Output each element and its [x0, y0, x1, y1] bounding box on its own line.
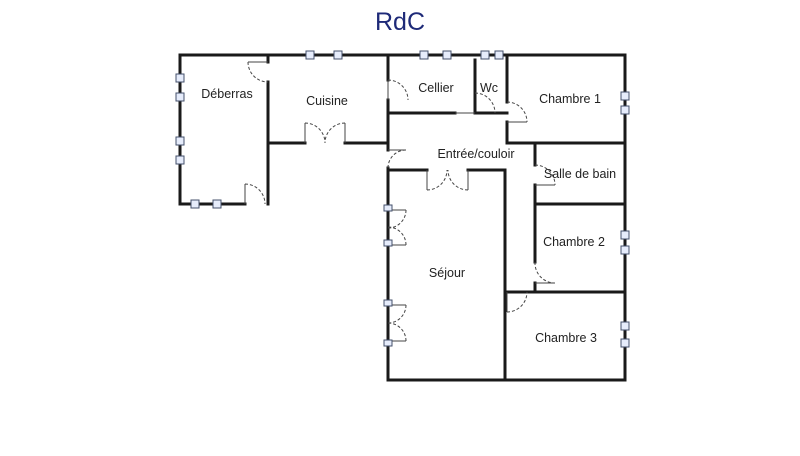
- room-label-sejour: Séjour: [429, 266, 465, 280]
- door-sejour-side-2: [387, 304, 407, 342]
- door-salle-de-bain: [534, 164, 556, 186]
- room-label-cellier: Cellier: [418, 81, 453, 95]
- room-label-entree: Entrée/couloir: [437, 147, 514, 161]
- room-label-chambre1: Chambre 1: [539, 92, 601, 106]
- doors: [244, 61, 556, 342]
- door-wc: [455, 92, 496, 114]
- door-chambre1: [506, 101, 528, 123]
- room-label-deberras: Déberras: [201, 87, 252, 101]
- door-sejour: [426, 169, 469, 191]
- room-label-chambre3: Chambre 3: [535, 331, 597, 345]
- door-deberras: [247, 61, 269, 83]
- door-cuisine: [304, 122, 346, 144]
- room-label-wc: Wc: [480, 81, 498, 95]
- door-chambre2: [534, 261, 556, 284]
- door-cellier: [387, 79, 409, 101]
- room-labels: Déberras Cuisine Cellier Wc Chambre 1 En…: [201, 81, 616, 345]
- door-entree-left: [387, 149, 407, 169]
- plan-title: RdC: [374, 8, 425, 36]
- room-label-chambre2: Chambre 2: [543, 235, 605, 249]
- windows: [175, 50, 630, 348]
- door-chambre3: [506, 291, 528, 313]
- door-deberras-exterior: [244, 183, 266, 205]
- room-label-cuisine: Cuisine: [306, 94, 348, 108]
- room-label-salle-de-bain: Salle de bain: [544, 167, 616, 181]
